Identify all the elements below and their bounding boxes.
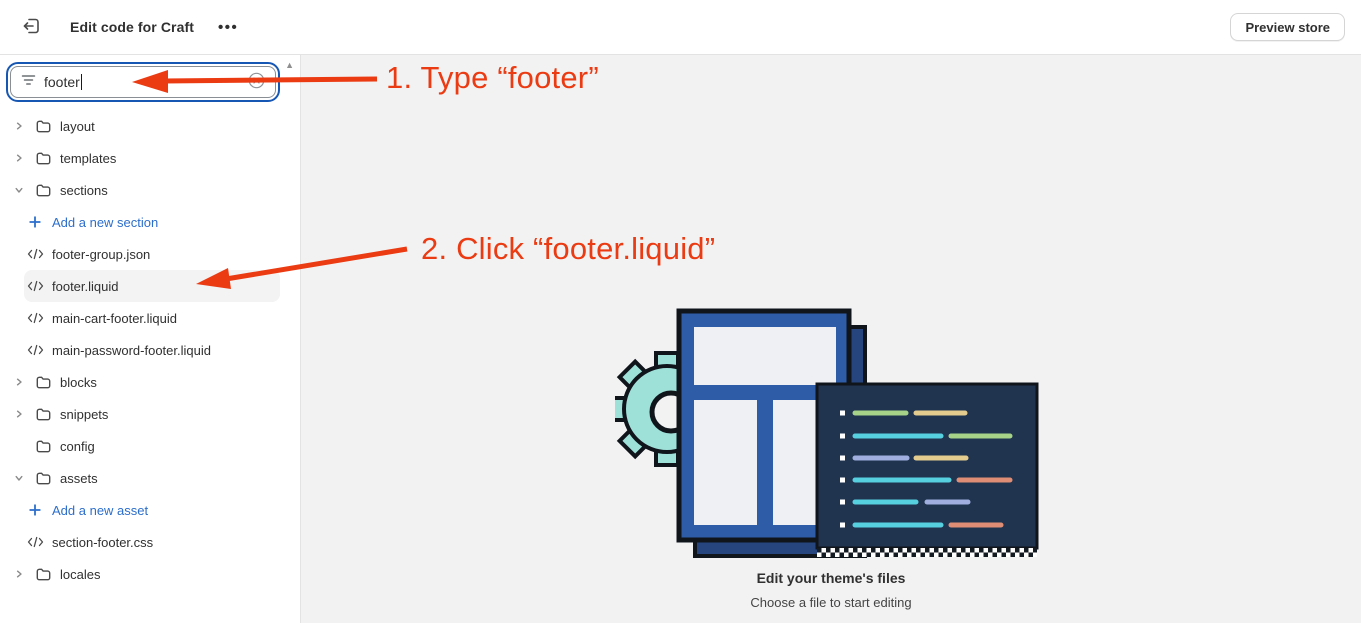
tree-item-assets[interactable]: assets xyxy=(8,462,280,494)
exit-icon xyxy=(21,15,43,40)
text-cursor xyxy=(80,74,83,90)
code-file-icon xyxy=(26,312,44,324)
tree-item-locales[interactable]: locales xyxy=(8,558,280,590)
chevron-right-icon xyxy=(12,153,26,163)
tree-item-label: sections xyxy=(60,182,108,198)
folder-icon xyxy=(34,120,52,133)
chevron-down-icon xyxy=(12,473,26,483)
tree-item-label: main-password-footer.liquid xyxy=(52,342,211,358)
dither-edge xyxy=(817,548,1037,557)
tree-item-sections[interactable]: sections xyxy=(8,174,280,206)
chevron-down-icon xyxy=(12,185,26,195)
chevron-right-icon xyxy=(12,377,26,387)
tree-item-label: Add a new section xyxy=(52,214,159,230)
tree-item-main-cart-footer-liquid[interactable]: main-cart-footer.liquid xyxy=(24,302,280,334)
tree-item-label: main-cart-footer.liquid xyxy=(52,310,177,326)
empty-state-subtitle: Choose a file to start editing xyxy=(750,595,912,610)
chevron-right-icon xyxy=(12,569,26,579)
tree-item-main-password-footer-liquid[interactable]: main-password-footer.liquid xyxy=(24,334,280,366)
scrollbar-up-arrow[interactable]: ▲ xyxy=(285,60,294,70)
tree-item-label: Add a new asset xyxy=(52,502,149,518)
exit-editor-button[interactable] xyxy=(18,13,46,41)
clear-search-button[interactable] xyxy=(248,72,265,92)
tree-item-label: layout xyxy=(60,118,95,134)
tree-item-templates[interactable]: templates xyxy=(8,142,280,174)
folder-icon xyxy=(34,152,52,165)
clear-circle-x-icon xyxy=(248,72,265,92)
folder-icon xyxy=(34,408,52,421)
tree-item-snippets[interactable]: snippets xyxy=(8,398,280,430)
code-file-icon xyxy=(26,248,44,260)
folder-icon xyxy=(34,376,52,389)
tree-item-add-a-new-asset[interactable]: Add a new asset xyxy=(24,494,280,526)
filter-icon xyxy=(21,73,36,91)
tree-item-label: footer.liquid xyxy=(52,278,119,294)
plus-icon xyxy=(26,503,44,517)
tree-item-label: templates xyxy=(60,150,117,166)
tree-item-label: section-footer.css xyxy=(52,534,154,550)
tree-item-label: assets xyxy=(60,470,98,486)
preview-store-button[interactable]: Preview store xyxy=(1230,13,1345,41)
folder-icon xyxy=(34,472,52,485)
browser-window xyxy=(676,308,852,543)
folder-icon xyxy=(34,568,52,581)
tree-item-section-footer-css[interactable]: section-footer.css xyxy=(24,526,280,558)
tree-item-blocks[interactable]: blocks xyxy=(8,366,280,398)
tree-item-layout[interactable]: layout xyxy=(8,110,280,142)
code-file-icon xyxy=(26,280,44,292)
code-file-icon xyxy=(26,344,44,356)
folder-icon xyxy=(34,440,52,453)
tree-item-label: footer-group.json xyxy=(52,246,151,262)
empty-state-title: Edit your theme's files xyxy=(756,570,906,586)
more-options-button[interactable]: ••• xyxy=(216,15,240,40)
tree-item-label: blocks xyxy=(60,374,97,390)
chevron-right-icon xyxy=(12,409,26,419)
search-input-value: footer xyxy=(44,74,83,90)
plus-icon xyxy=(26,215,44,229)
tree-item-label: snippets xyxy=(60,406,109,422)
theme-files-illustration xyxy=(615,308,1039,558)
chevron-right-icon xyxy=(12,121,26,131)
code-panel xyxy=(815,382,1039,557)
code-file-icon xyxy=(26,536,44,548)
tree-item-label: locales xyxy=(60,566,101,582)
search-input[interactable]: footer xyxy=(10,66,276,98)
folder-icon xyxy=(34,184,52,197)
tree-item-add-a-new-section[interactable]: Add a new section xyxy=(24,206,280,238)
editor-empty-state: Edit your theme's files Choose a file to… xyxy=(301,55,1361,623)
tree-item-footer-liquid[interactable]: footer.liquid xyxy=(24,270,280,302)
tree-item-label: config xyxy=(60,438,95,454)
tree-item-footer-group-json[interactable]: footer-group.json xyxy=(24,238,280,270)
top-bar: Edit code for Craft ••• Preview store xyxy=(0,0,1361,55)
search-focus-ring: footer xyxy=(6,62,280,102)
page-title: Edit code for Craft xyxy=(70,19,195,35)
tree-item-config[interactable]: config xyxy=(8,430,280,462)
